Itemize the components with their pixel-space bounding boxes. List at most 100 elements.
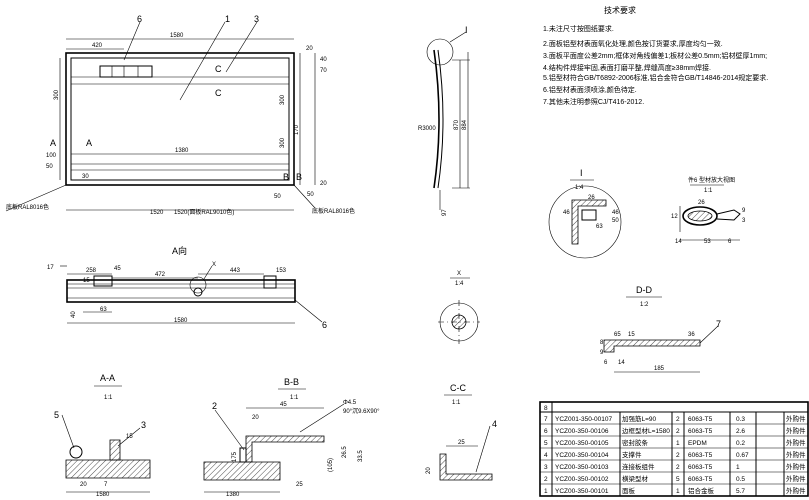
section-aa-balloon-5: 5: [54, 410, 59, 420]
paint-bottom: 1520(面板RAL9010色): [174, 208, 234, 216]
technical-notes: 技术要求 1.未注尺寸按图纸要求. 2.面板铝型材表面氧化处理,颜色按订货要求,…: [543, 5, 768, 106]
dim-left-c: 50: [46, 164, 53, 170]
section-a-right: A: [86, 138, 92, 148]
dd-dim-6: 6: [604, 360, 608, 366]
bom-cell-name: 边框型材L=1580: [622, 426, 670, 435]
bom-cell-mat: EPDM: [688, 440, 707, 447]
bb-dim-20: 20: [252, 415, 259, 421]
detail-x: X 1:4: [438, 271, 480, 344]
detail-6-dim-26: 26: [698, 200, 705, 206]
detail-6-dim-12: 12: [671, 214, 678, 220]
balloon-1: 1: [225, 14, 230, 24]
dd-dim-36: 36: [688, 332, 695, 338]
bb-dim-335: 33.5: [358, 450, 364, 462]
bom-cell-wt: 0.3: [736, 416, 745, 423]
bom-cell-mat: 6063-T5: [688, 416, 713, 423]
detail-i-dim-26: 26: [588, 195, 595, 201]
top-dim-472: 472: [155, 272, 166, 278]
dim-right-20: 20: [306, 46, 313, 52]
section-aa-seal: [69, 445, 83, 459]
bom-cell-name: 面板: [622, 486, 636, 495]
section-c-c: C-C 1:1 25 20 4: [426, 383, 497, 481]
top-balloon-x: X: [212, 262, 216, 268]
top-view: A向 X 6 17 258 15 45 472 443 153 1580 63 …: [47, 245, 327, 330]
note-6: 6.铝型材表面须喷涂,颜色待定.: [543, 85, 637, 94]
detail-x-scale: 1:4: [455, 281, 464, 287]
note-1: 1.未注尺寸按图纸要求.: [543, 24, 614, 33]
bom-cell-no: 2: [544, 476, 548, 483]
bom-cell-wt: 0.2: [736, 440, 745, 447]
dim-97: 97: [442, 209, 448, 216]
section-aa-body: [65, 459, 151, 479]
bom-cell-code: YCZ00-350-00102: [555, 476, 609, 483]
side-balloon-i: I: [465, 25, 468, 35]
detail-i-boundary: [548, 185, 622, 259]
dd-dim-14: 14: [618, 360, 625, 366]
dim-right-40: 40: [320, 57, 327, 63]
bb-dim-25: 25: [296, 482, 303, 488]
bb-hole: Φ4.5: [343, 400, 357, 406]
bom-cell-name: 横梁型材: [622, 474, 649, 483]
dim-right-300b: 300: [280, 137, 286, 148]
aa-dim-1580: 1580: [96, 492, 110, 498]
dim-right-50: 50: [307, 192, 314, 198]
bom-cell-no: 1: [544, 488, 548, 495]
bom-cell-code: YCZ00-350-00106: [555, 428, 609, 435]
detail-6-label: 件6 型材放大视图: [688, 176, 735, 184]
bom-cell-rem: 外购件: [786, 474, 806, 483]
bom-cell-code: YCZ00-350-00103: [555, 464, 609, 471]
bom-cell-wt: 1: [736, 464, 740, 471]
bb-dim-175: 175: [232, 451, 238, 462]
dim-left-a: 300: [54, 89, 60, 100]
section-bb-balloon: 2: [212, 401, 217, 411]
detail-i-profile: [571, 199, 607, 245]
notes-title: 技术要求: [604, 5, 636, 15]
front-outer-frame: [65, 52, 295, 186]
detail-6-dim-14: 14: [675, 239, 682, 245]
bom-cell-code: YCZ00-350-00105: [555, 440, 609, 447]
top-dim-153: 153: [276, 268, 287, 274]
section-bb-scale: 1:1: [290, 395, 299, 401]
bom-cell-name: 密封胶条: [622, 438, 649, 447]
note-7: 7.其他未注明参照CJ/T416-2012.: [543, 97, 644, 106]
detail-i-dim-63: 63: [596, 224, 603, 230]
paint-left: 底板RAL8016色: [6, 203, 49, 211]
detail-6-dim-9: 9: [742, 208, 746, 214]
bom-cell-rem: 外购件: [786, 486, 806, 495]
side-view: I 870 884 R3000 97: [418, 25, 470, 216]
dim-bottom-total: 1520: [150, 210, 164, 216]
detail-i-label: I: [580, 168, 583, 178]
top-dim-63: 63: [100, 307, 107, 313]
dd-dim-185: 185: [654, 366, 665, 372]
section-bb-base: [203, 461, 281, 481]
dd-dim-65: 65: [614, 332, 621, 338]
top-dim-40: 40: [71, 311, 77, 318]
front-bracket: [99, 65, 153, 78]
bom-cell-mat: 6063-T5: [688, 476, 713, 483]
bom-cell-no: 4: [544, 452, 548, 459]
section-c-top: C: [215, 64, 222, 74]
section-b-b: B-B 1:1 2 45 20 Φ4.5 90°沉9.6X90° 175 138…: [203, 377, 380, 498]
detail-i-circle: [426, 38, 454, 66]
bom-cell-qty: 2: [676, 452, 680, 459]
detail-6-dim-6: 6: [728, 239, 732, 245]
bom-cell-rem: 外购件: [786, 438, 806, 447]
bom-cell-no: 6: [544, 428, 548, 435]
detail-i-dim-50: 50: [612, 218, 619, 224]
section-aa-scale: 1:1: [104, 395, 113, 401]
top-view-label: A向: [172, 245, 187, 256]
note-5: 5.铝型材符合GB/T6892-2006标准,铝合金符合GB/T14846-20…: [543, 73, 768, 82]
bom-cell-code: YCZ001-350-00107: [555, 416, 612, 423]
detail-i-dim-46: 46: [612, 210, 619, 216]
section-cc-balloon: 4: [492, 419, 497, 429]
dim-top-left: 420: [92, 43, 103, 49]
section-bb-label: B-B: [284, 377, 299, 387]
section-dd-scale: 1:2: [640, 302, 649, 308]
detail-i: I 1:4 26 46 63 50 46: [548, 168, 622, 259]
balloon-3: 3: [254, 14, 259, 24]
section-a-a: A-A 1:1 5 3 20 1580 15 7: [54, 373, 151, 498]
detail-i-dim-46b: 46: [563, 210, 570, 216]
bom-cell-qty: 2: [676, 464, 680, 471]
top-dim-1580: 1580: [174, 318, 188, 324]
